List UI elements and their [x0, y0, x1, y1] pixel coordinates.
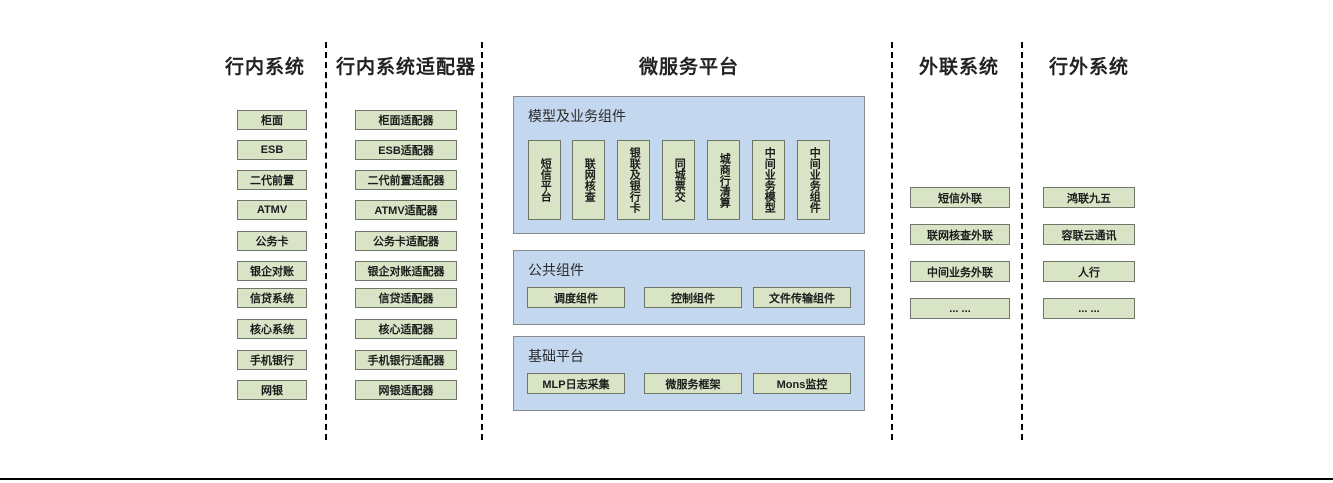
node-internal-adapter-1[interactable]: 柜面适配器 — [355, 110, 457, 130]
node-model-component-1-label: 短信平台 — [539, 158, 552, 202]
node-internal-system-4[interactable]: ATMV — [237, 200, 307, 220]
node-model-component-1[interactable]: 短信平台 — [528, 140, 561, 220]
node-internal-adapter-10[interactable]: 网银适配器 — [355, 380, 457, 400]
node-internal-adapter-3[interactable]: 二代前置适配器 — [355, 170, 457, 190]
node-public-component-2[interactable]: 控制组件 — [644, 287, 742, 308]
node-model-component-2[interactable]: 联网核查 — [572, 140, 605, 220]
node-internal-system-5[interactable]: 公务卡 — [237, 231, 307, 251]
node-outside-bank-2[interactable]: 容联云通讯 — [1043, 224, 1135, 245]
node-internal-adapter-2[interactable]: ESB适配器 — [355, 140, 457, 160]
node-internal-adapter-5[interactable]: 公务卡适配器 — [355, 231, 457, 251]
node-internal-system-10[interactable]: 网银 — [237, 380, 307, 400]
node-internal-adapter-7[interactable]: 信贷适配器 — [355, 288, 457, 308]
column-title-internal-systems: 行内系统 — [224, 57, 305, 78]
node-external-link-3[interactable]: 中间业务外联 — [910, 261, 1010, 282]
node-internal-system-6[interactable]: 银企对账 — [237, 261, 307, 281]
panel-title-public-components: 公共组件 — [528, 262, 584, 278]
node-internal-system-2[interactable]: ESB — [237, 140, 307, 160]
node-outside-bank-3[interactable]: 人行 — [1043, 261, 1135, 282]
column-title-external-link-systems: 外联系统 — [918, 57, 999, 78]
node-external-link-1[interactable]: 短信外联 — [910, 187, 1010, 208]
node-model-component-7[interactable]: 中间业务组件 — [797, 140, 830, 220]
node-internal-adapter-4[interactable]: ATMV适配器 — [355, 200, 457, 220]
node-model-component-2-label: 联网核查 — [583, 158, 596, 202]
node-model-component-6-label: 中间业务模型 — [763, 147, 776, 213]
node-internal-system-9[interactable]: 手机银行 — [237, 350, 307, 370]
node-internal-adapter-9[interactable]: 手机银行适配器 — [355, 350, 457, 370]
node-model-component-3[interactable]: 银联及银行卡 — [617, 140, 650, 220]
page-bottom-rule — [0, 478, 1333, 480]
node-internal-system-1[interactable]: 柜面 — [237, 110, 307, 130]
node-model-component-3-label: 银联及银行卡 — [628, 147, 641, 213]
node-outside-bank-4[interactable]: ... ... — [1043, 298, 1135, 319]
column-title-internal-adapters: 行内系统适配器 — [335, 57, 476, 78]
column-title-outside-bank-systems: 行外系统 — [1048, 57, 1129, 78]
node-model-component-6[interactable]: 中间业务模型 — [752, 140, 785, 220]
node-model-component-4-label: 同城票交 — [673, 158, 686, 202]
node-internal-adapter-6[interactable]: 银企对账适配器 — [355, 261, 457, 281]
panel-title-base-platform: 基础平台 — [528, 348, 584, 364]
node-model-component-4[interactable]: 同城票交 — [662, 140, 695, 220]
panel-title-model-business-components: 模型及业务组件 — [528, 108, 626, 124]
node-public-component-3[interactable]: 文件传输组件 — [753, 287, 851, 308]
column-separator-1 — [325, 42, 327, 440]
node-external-link-2[interactable]: 联网核查外联 — [910, 224, 1010, 245]
node-base-platform-3[interactable]: Mons监控 — [753, 373, 851, 394]
column-separator-2 — [481, 42, 483, 440]
node-public-component-1[interactable]: 调度组件 — [527, 287, 625, 308]
node-external-link-4[interactable]: ... ... — [910, 298, 1010, 319]
column-separator-4 — [1021, 42, 1023, 440]
node-model-component-5-label: 城商行清算 — [718, 152, 731, 208]
column-title-microservice-platform: 微服务平台 — [638, 57, 739, 78]
node-outside-bank-1[interactable]: 鸿联九五 — [1043, 187, 1135, 208]
node-internal-adapter-8[interactable]: 核心适配器 — [355, 319, 457, 339]
node-model-component-7-label: 中间业务组件 — [808, 147, 821, 213]
node-base-platform-1[interactable]: MLP日志采集 — [527, 373, 625, 394]
node-base-platform-2[interactable]: 微服务框架 — [644, 373, 742, 394]
column-separator-3 — [891, 42, 893, 440]
node-internal-system-3[interactable]: 二代前置 — [237, 170, 307, 190]
node-model-component-5[interactable]: 城商行清算 — [707, 140, 740, 220]
node-internal-system-8[interactable]: 核心系统 — [237, 319, 307, 339]
node-internal-system-7[interactable]: 信贷系统 — [237, 288, 307, 308]
